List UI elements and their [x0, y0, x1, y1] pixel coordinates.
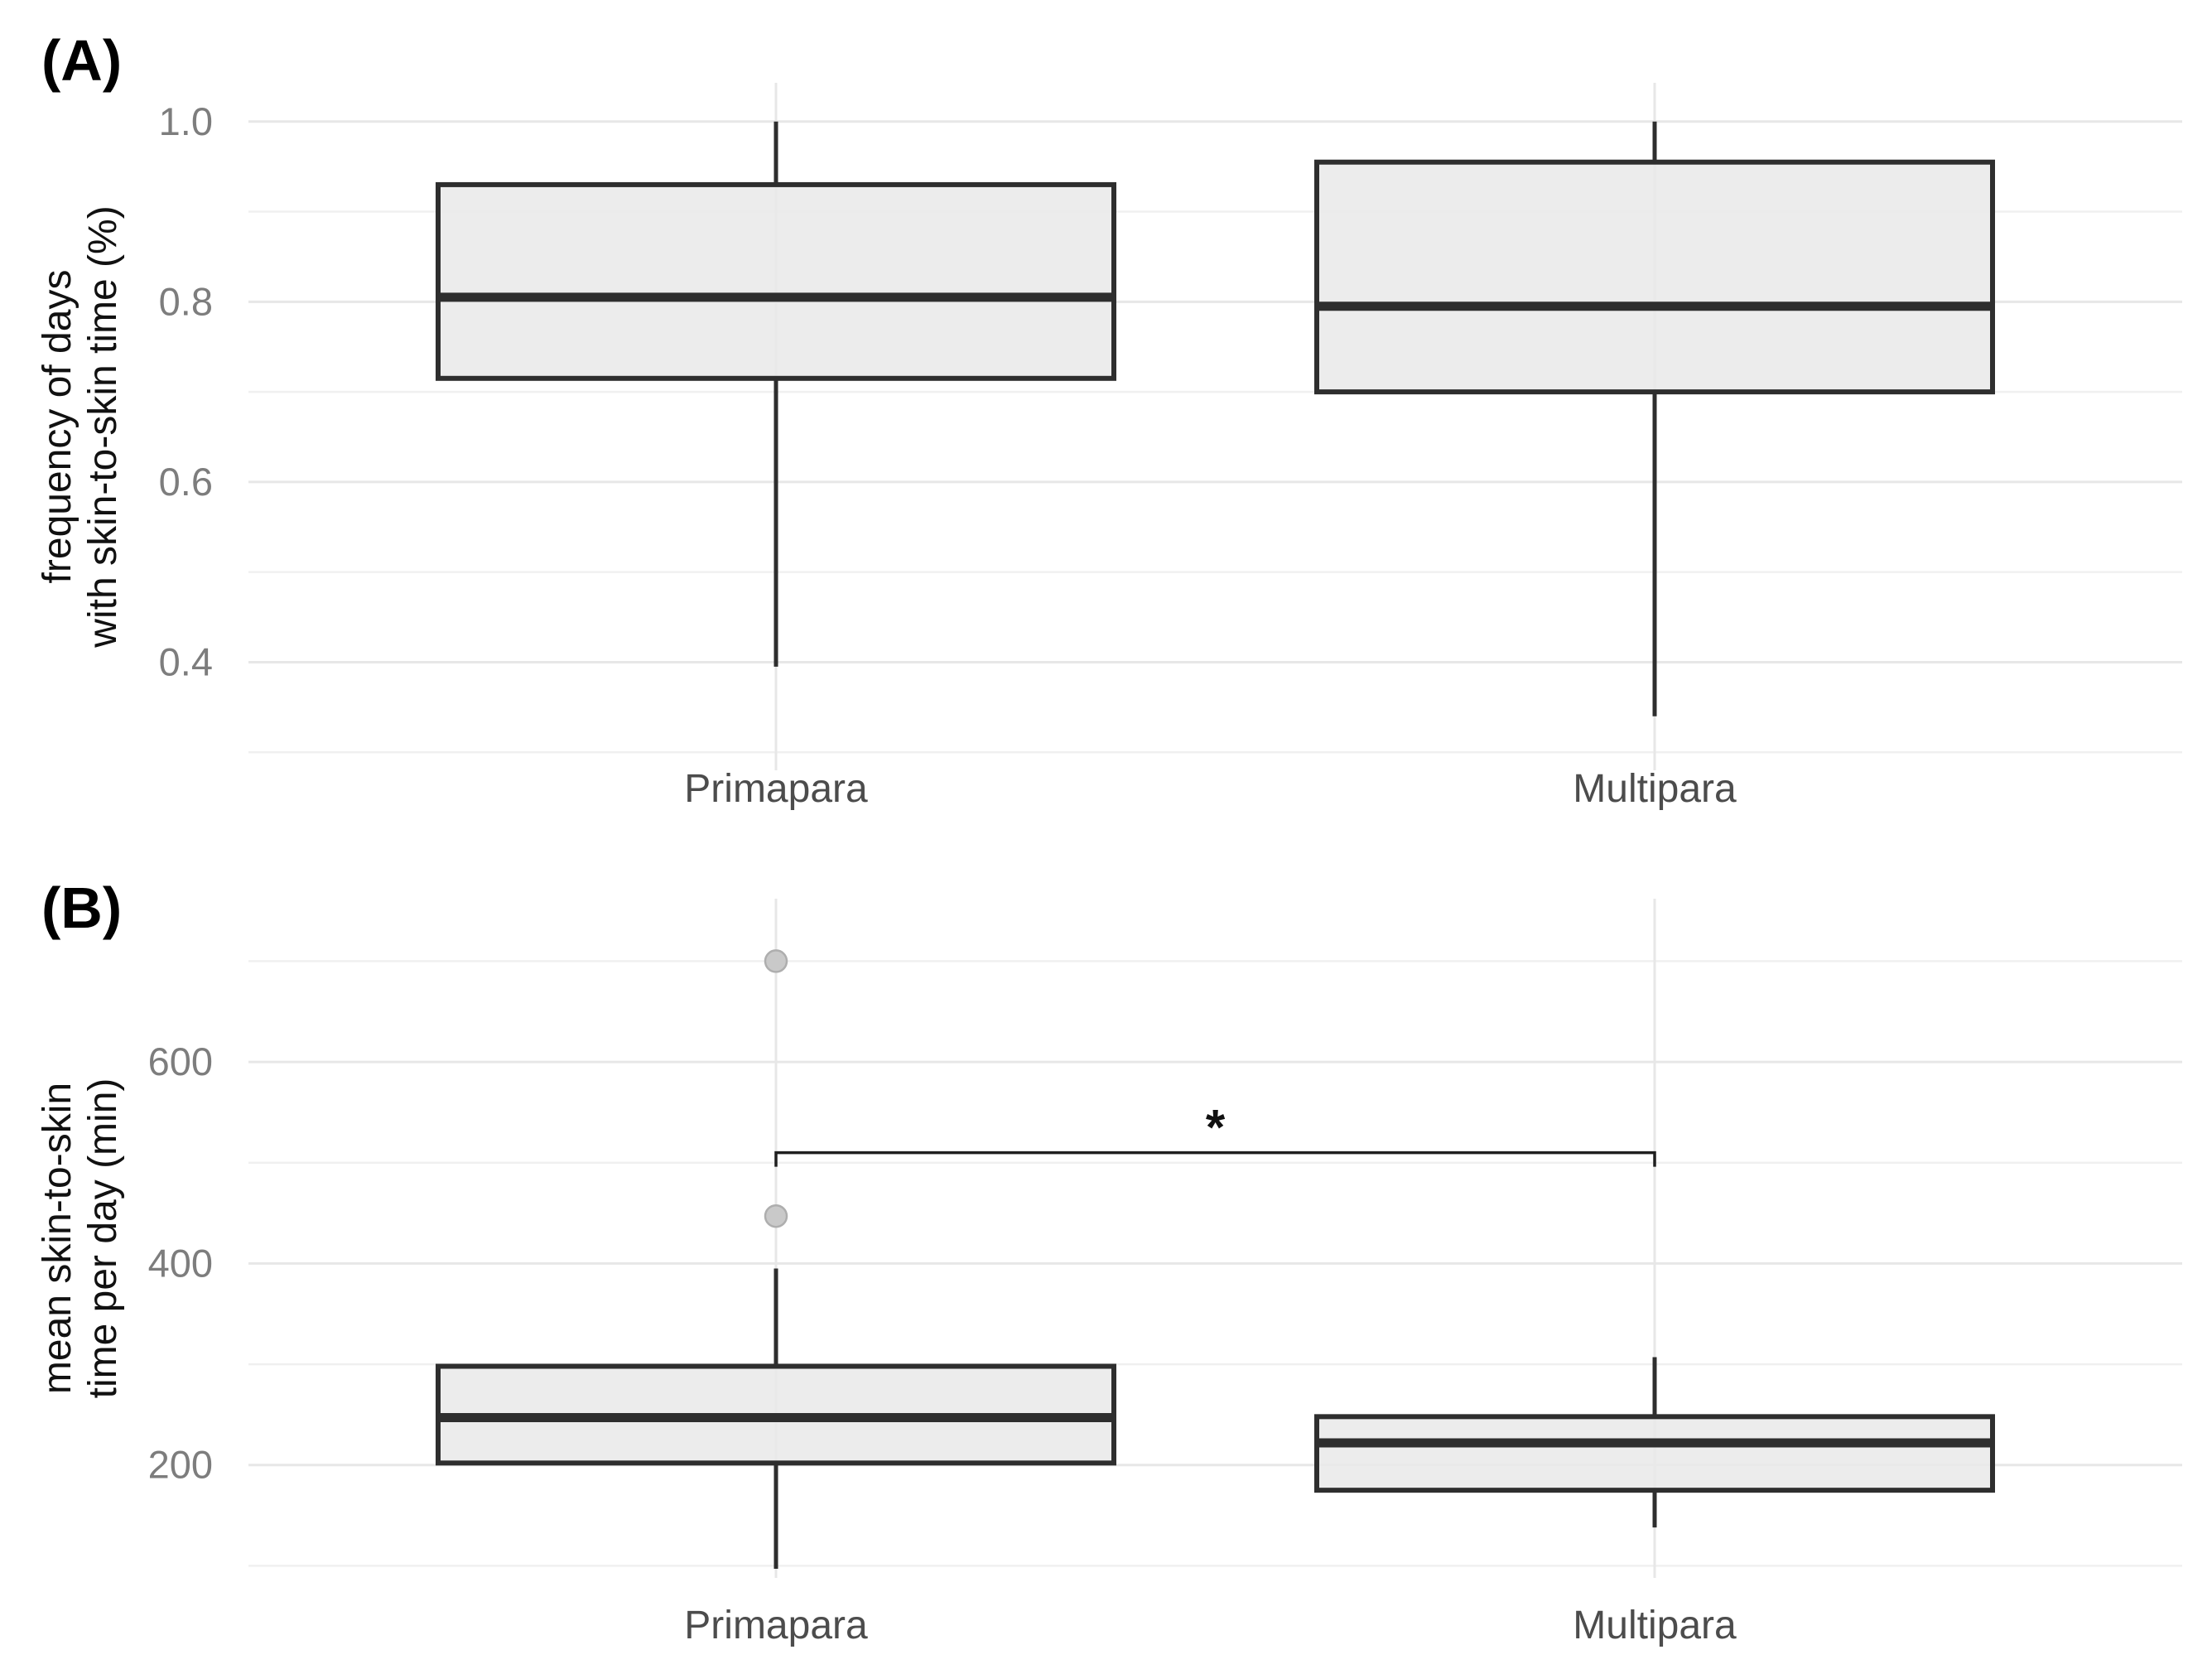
panel-a-category-label-multipara: Multipara [1573, 767, 1737, 811]
panel-b-y-axis-title-line2: time per day (min) [81, 1078, 125, 1399]
panel-a-y-axis-title-line2: with skin-to-skin time (%) [81, 205, 125, 648]
panel-a-label: (A) [41, 28, 122, 93]
y-tick-label: 600 [148, 1040, 213, 1083]
y-tick-label: 0.4 [159, 639, 213, 683]
y-tick-label: 0.6 [159, 460, 213, 504]
y-tick-label: 400 [148, 1241, 213, 1285]
panel-b-shapes: 600 400 200 * [148, 899, 2182, 1578]
y-tick-label: 1.0 [159, 99, 213, 143]
panel-a-category-label-primapara: Primapara [684, 767, 868, 811]
panel-b-category-label-multipara: Multipara [1573, 1604, 1737, 1647]
box [436, 181, 1116, 381]
panel-b-label: (B) [41, 876, 122, 940]
panel-a-shapes: 1.0 0.8 0.6 0.4 [159, 83, 2182, 770]
outlier-point [764, 1204, 788, 1228]
box [1314, 1414, 1995, 1493]
significance-bracket [774, 1150, 1656, 1167]
panel-b-y-axis-title-line1: mean skin-to-skin [36, 1083, 80, 1394]
significance-asterisk: * [1206, 1100, 1226, 1155]
y-tick-label: 0.8 [159, 279, 213, 323]
panel-a-y-axis-title-line1: frequency of days [36, 270, 80, 584]
y-tick-label: 200 [148, 1443, 213, 1487]
box [1314, 159, 1995, 395]
panel-b-category-label-primapara: Primapara [684, 1604, 868, 1647]
outlier-point [764, 949, 788, 973]
